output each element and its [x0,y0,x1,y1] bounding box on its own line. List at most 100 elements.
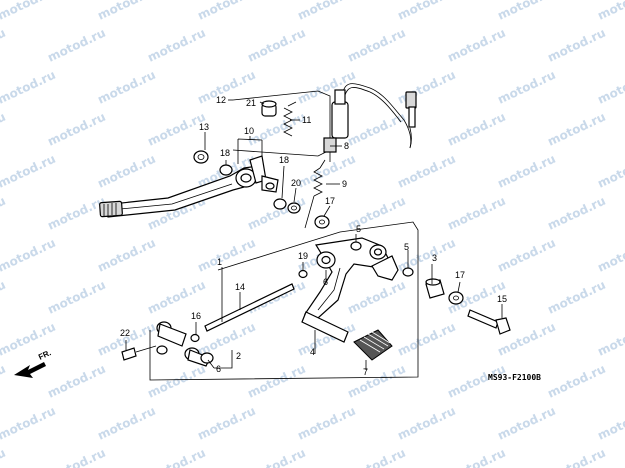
washer-19 [298,269,308,279]
watermark-text: motod.ru [0,404,58,443]
callout-1: 1 [217,257,222,267]
watermark-text: motod.ru [0,0,58,23]
diagram-code: MS93-F2100B [488,373,541,382]
callout-8: 8 [344,141,349,151]
watermark-text: motod.ru [95,404,157,443]
watermark-text: motod.ru [595,320,625,359]
callout-17b: 17 [455,270,465,280]
watermark-text: motod.ru [245,362,307,401]
watermark-text: motod.ru [545,26,607,65]
rod-joint-lower [184,347,214,367]
watermark-text: motod.ru [145,362,207,401]
collar-21 [261,100,277,117]
callout-10: 10 [244,126,254,136]
watermark-text: motod.ru [595,236,625,275]
direction-label: FR. [37,348,52,362]
callout-18a: 18 [220,148,230,158]
washer-5b [402,267,414,277]
watermark-text: motod.ru [0,110,8,149]
washer-17b-hole [453,295,459,301]
nut-16 [190,333,200,343]
watermark-text: motod.ru [495,236,557,275]
callout-5a: 5 [356,224,361,234]
watermark-text: motod.ru [0,194,8,233]
watermark-text: motod.ru [545,110,607,149]
watermark-text: motod.ru [395,68,457,107]
callout-16: 16 [191,311,201,321]
watermark-text: motod.ru [0,278,8,317]
watermark-text: motod.ru [345,362,407,401]
watermark-text: motod.ru [245,110,307,149]
callout-12: 12 [216,95,226,105]
watermark-text: motod.ru [0,362,8,401]
callout-5b: 5 [404,242,409,252]
watermark-text: motod.ru [545,446,607,468]
washer-13 [193,150,209,164]
watermark-text: motod.ru [95,152,157,191]
watermark-text: motod.ru [295,152,357,191]
group-box-1 [149,221,419,381]
watermark-text: motod.ru [0,446,8,468]
footpeg-rubber-7 [353,329,393,361]
watermark-text: motod.ru [495,68,557,107]
watermark-text: motod.ru [95,236,157,275]
washer-20 [287,202,301,214]
watermark-text: motod.ru [395,320,457,359]
washer-17a-hole [319,219,325,225]
watermark-text: motod.ru [545,194,607,233]
group-box-12 [232,90,331,157]
bolt-15 [467,309,511,335]
shift-rod-14 [204,283,295,332]
callout-4: 4 [310,347,315,357]
callout-2: 2 [236,351,241,361]
rod-joint-upper [156,321,187,355]
watermark-text: motod.ru [595,68,625,107]
watermark-text: motod.ru [295,0,357,23]
washer-18b [273,198,287,210]
watermark-text: motod.ru [0,26,8,65]
watermark-text: motod.ru [195,404,257,443]
callout-20: 20 [291,178,301,188]
watermark-text: motod.ru [345,110,407,149]
watermark-text: motod.ru [0,152,58,191]
callout-14: 14 [235,282,245,292]
washer-13-hole [197,154,205,160]
watermark-text: motod.ru [145,26,207,65]
watermark-text: motod.ru [45,278,107,317]
watermark-text: motod.ru [595,0,625,23]
watermark-text: motod.ru [195,0,257,23]
callout-7: 7 [363,367,368,377]
washer-18a [219,164,233,176]
spring-11 [283,101,297,137]
watermark-text: motod.ru [345,26,407,65]
watermark-text: motod.ru [195,236,257,275]
spring-9 [304,159,326,229]
watermark-text: motod.ru [445,110,507,149]
step-bracket-4 [301,237,399,343]
watermark-text: motod.ru [0,68,58,107]
washer-20-hole [291,205,297,211]
watermark-text: motod.ru [345,446,407,468]
watermark-text: motod.ru [245,446,307,468]
collar-3 [425,278,445,299]
watermark-text: motod.ru [0,236,58,275]
callout-22: 22 [120,328,130,338]
leader-21 [259,101,265,105]
leader-20 [293,187,297,203]
watermark-text: motod.ru [45,362,107,401]
washer-17a [314,215,330,229]
callout-6b: 6 [216,364,221,374]
watermark-text: motod.ru [345,278,407,317]
callout-11: 11 [302,115,311,125]
watermark-text: motod.ru [145,446,207,468]
leader-18b [281,165,285,199]
bolt-22 [121,345,157,361]
callout-15: 15 [497,294,507,304]
watermark-text: motod.ru [45,194,107,233]
watermark-text: motod.ru [395,152,457,191]
watermark-text: motod.ru [45,446,107,468]
callout-13: 13 [199,122,209,132]
watermark-text: motod.ru [395,0,457,23]
